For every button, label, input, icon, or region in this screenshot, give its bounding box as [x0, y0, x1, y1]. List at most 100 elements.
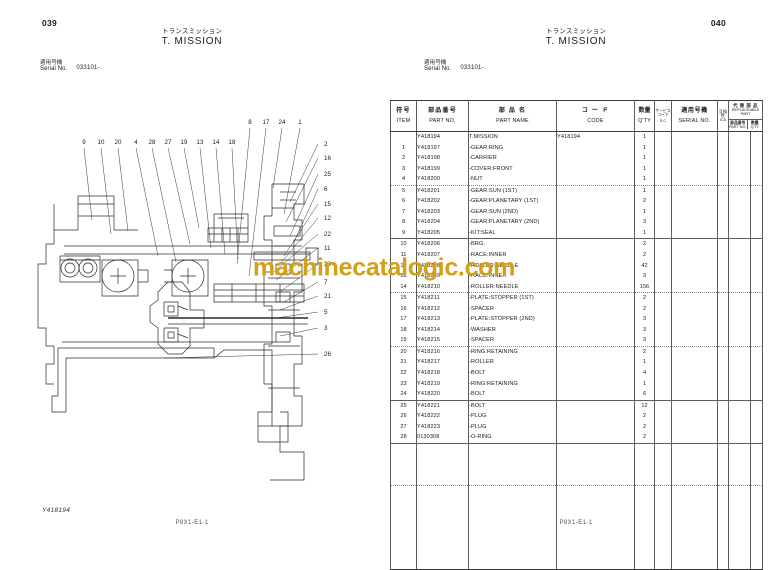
cell-qty: 1: [634, 357, 655, 369]
cell-code: [556, 432, 635, 444]
cell-rep-qty: [750, 421, 763, 433]
header-part-name: 部 品 名 PART NAME: [468, 100, 557, 132]
header-sc-jp2: コード: [657, 111, 669, 117]
header-ica-jp: 互換性: [718, 108, 728, 119]
cell-qty: 3: [634, 217, 655, 228]
cell-rep-part: [728, 475, 751, 487]
cell-part-name: -RACE:INNER: [468, 271, 557, 282]
cell-sc: [654, 378, 672, 390]
cell-rep-qty: [750, 238, 763, 251]
cell-sc: [654, 292, 672, 304]
cell-qty: 1: [634, 153, 655, 164]
cell-item: [390, 506, 417, 518]
header-rep-qty-jp: 数量: [750, 120, 759, 125]
cell-sc: [654, 346, 672, 358]
cell-rep-qty: [750, 378, 763, 390]
cell-ica: [717, 389, 729, 401]
cell-part-name: -KIT:SEAL: [468, 227, 557, 240]
cell-part-name: -GEAR:PLANETARY (1ST): [468, 196, 557, 207]
cell-item: 7: [390, 206, 417, 218]
cell-item: 11: [390, 250, 417, 261]
cell-qty: [634, 559, 655, 570]
cell-ica: [717, 238, 729, 251]
cell-part-no: Y418218: [416, 368, 469, 379]
callout-1: 1: [298, 119, 302, 126]
cell-part-no: Y418214: [416, 324, 469, 336]
table-row: [390, 496, 763, 507]
cell-part-name: -COVER:FRONT: [468, 163, 557, 175]
cell-part-no: Y418217: [416, 357, 469, 369]
header-qty-en: Q'TY: [638, 117, 651, 124]
serial-label-en-right: Serial No.: [424, 66, 452, 73]
callout-17: 17: [263, 119, 270, 126]
cell-rep-qty: [750, 368, 763, 379]
header-replaceable-en: REPLACEABLE: [731, 107, 760, 112]
cell-code: [556, 174, 635, 186]
cell-part-no: Y418209: [416, 271, 469, 282]
cell-part-name: [468, 538, 557, 549]
callout-22: 22: [324, 231, 331, 238]
cell-sc: [654, 485, 672, 497]
callout-25: 25: [324, 171, 331, 178]
cell-qty: 1: [634, 163, 655, 175]
page-title-jp: トランスミッション: [161, 28, 223, 35]
cell-code: [556, 250, 635, 261]
cell-code: [556, 227, 635, 240]
cell-rep-part: [728, 131, 751, 143]
cell-code: [556, 357, 635, 369]
header-item-jp: 符号: [396, 107, 411, 114]
page-title-left: トランスミッション T. MISSION: [0, 28, 384, 49]
callout-19: 19: [181, 139, 188, 146]
cell-item: 13: [390, 271, 417, 282]
cell-sc: [654, 506, 672, 518]
cell-code: [556, 400, 635, 412]
cell-part-name: -ROLLER: [468, 357, 557, 369]
callout-8: 8: [248, 119, 252, 126]
cell-sc: [654, 496, 672, 507]
cell-ica: [717, 496, 729, 507]
cell-code: [556, 346, 635, 358]
cell-sc: [654, 389, 672, 401]
cell-part-no: Y418215: [416, 335, 469, 347]
callout-12: 12: [324, 215, 331, 222]
cell-serial: [671, 346, 718, 358]
cell-rep-qty: [750, 496, 763, 507]
cell-part-name: -ROLLER:NEEDLE: [468, 260, 557, 272]
cell-rep-qty: [750, 400, 763, 412]
cell-sc: [654, 206, 672, 218]
cell-ica: [717, 453, 729, 465]
cell-qty: 2: [634, 346, 655, 358]
cell-item: [390, 443, 417, 454]
cell-code: [556, 389, 635, 401]
cell-serial: [671, 271, 718, 282]
cell-code: [556, 206, 635, 218]
cell-part-no: [416, 548, 469, 560]
cell-sc: [654, 185, 672, 197]
cell-serial: [671, 185, 718, 197]
callout-24: 24: [279, 119, 286, 126]
cell-sc: [654, 153, 672, 164]
cell-code: [556, 238, 635, 251]
cell-rep-qty: [750, 271, 763, 282]
cell-rep-part: [728, 411, 751, 422]
cell-qty: [634, 548, 655, 560]
header-sc-jp: サービス: [655, 107, 671, 113]
cell-serial: [671, 206, 718, 218]
cell-rep-part: [728, 485, 751, 497]
cell-ica: [717, 153, 729, 164]
table-row: [390, 506, 763, 518]
cell-rep-part: [728, 496, 751, 507]
cell-item: 3: [390, 163, 417, 175]
callout-9: 9: [82, 139, 86, 146]
cell-part-name: [468, 453, 557, 465]
cell-code: [556, 559, 635, 570]
cell-qty: 1: [634, 142, 655, 154]
cell-ica: [717, 314, 729, 325]
cell-ica: [717, 400, 729, 412]
cell-serial: [671, 238, 718, 251]
header-part-name-en: PART NAME: [496, 117, 529, 124]
